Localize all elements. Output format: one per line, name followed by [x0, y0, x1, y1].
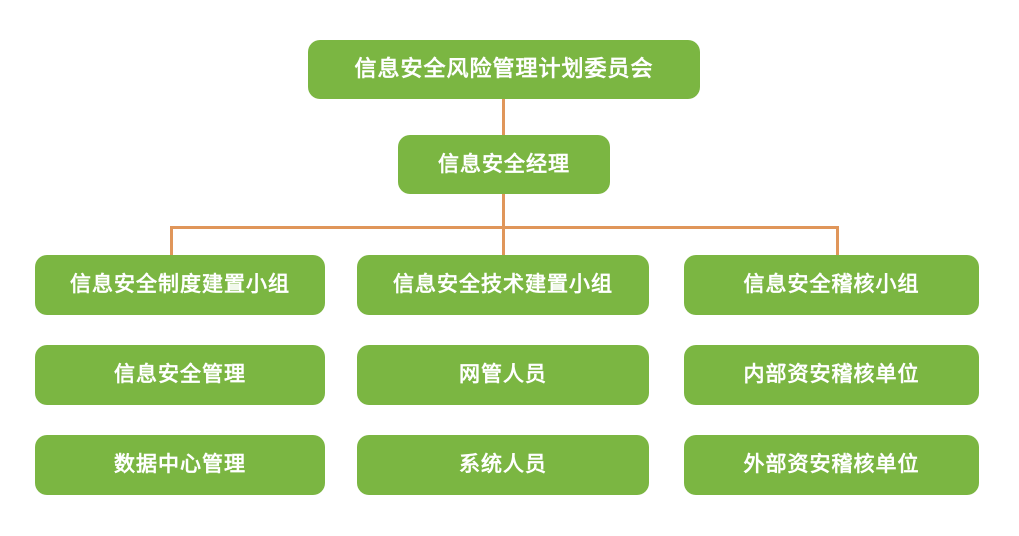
org-node-root: 信息安全风险管理计划委员会 [308, 40, 700, 99]
org-node-member: 信息安全管理 [35, 345, 325, 405]
connector-drop-left [170, 226, 173, 255]
org-node-group-system: 信息安全制度建置小组 [35, 255, 325, 315]
org-node-group-technology: 信息安全技术建置小组 [357, 255, 649, 315]
connector-root-manager [502, 99, 505, 135]
org-node-member: 系统人员 [357, 435, 649, 495]
connector-drop-right [836, 226, 839, 255]
connector-horizontal-bar [170, 226, 839, 229]
org-node-member: 内部资安稽核单位 [684, 345, 979, 405]
org-node-member: 数据中心管理 [35, 435, 325, 495]
org-node-member: 外部资安稽核单位 [684, 435, 979, 495]
connector-manager-stem [502, 194, 505, 255]
org-node-group-audit: 信息安全稽核小组 [684, 255, 979, 315]
org-node-manager: 信息安全经理 [398, 135, 610, 194]
org-node-member: 网管人员 [357, 345, 649, 405]
